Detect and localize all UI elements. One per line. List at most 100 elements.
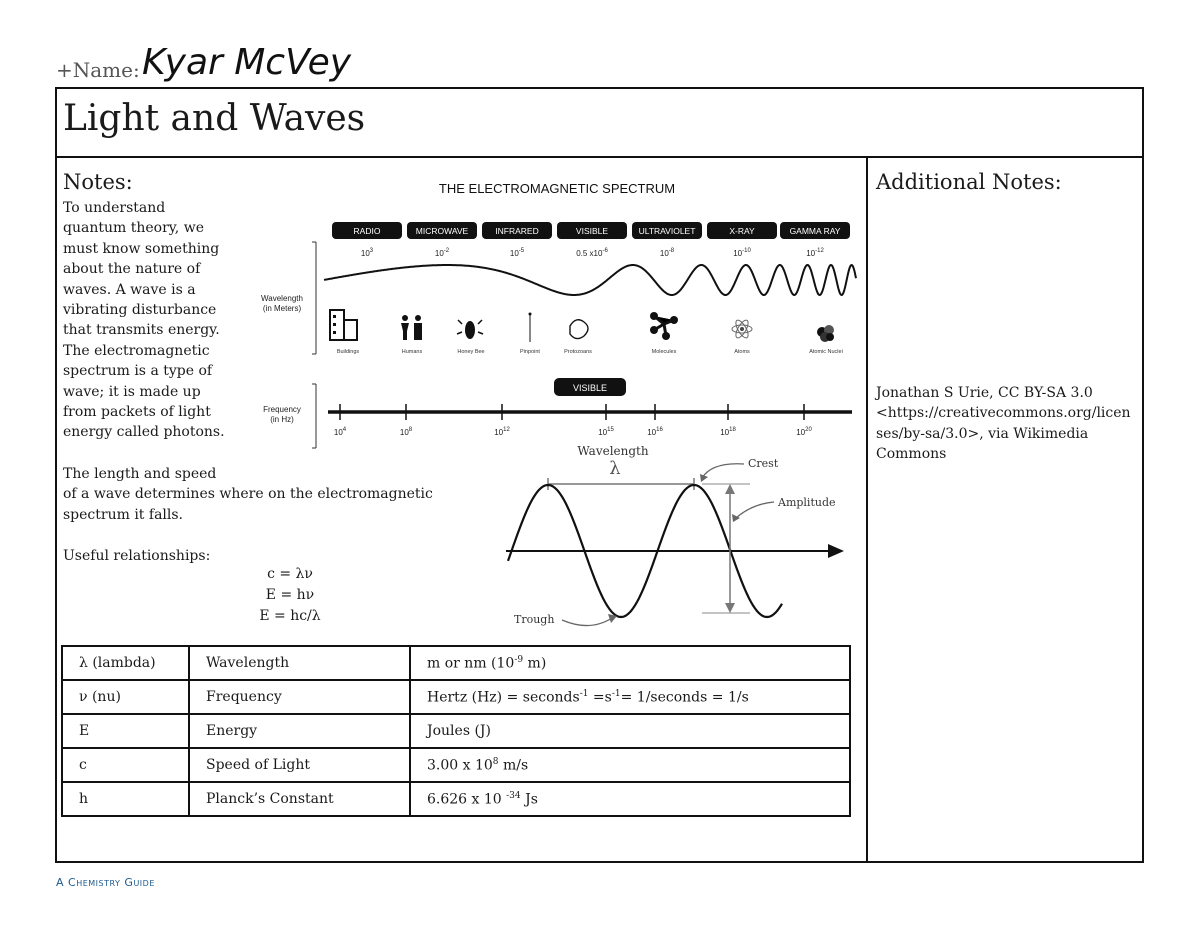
pinpoint-icon bbox=[528, 312, 532, 342]
unit-cell: m or nm (10-9 m) bbox=[409, 645, 851, 681]
quantity-cell: Wavelength bbox=[188, 645, 411, 681]
band-label: INFRARED bbox=[495, 226, 538, 236]
band-label: GAMMA RAY bbox=[790, 226, 841, 236]
amplitude-pointer bbox=[735, 501, 775, 519]
unit-exponent: -9 bbox=[514, 654, 524, 665]
lambda-symbol: λ bbox=[609, 458, 620, 479]
quantity-cell: Energy bbox=[188, 713, 411, 749]
wavelength-value: 10-8 bbox=[660, 248, 675, 258]
unit-text: 6.626 x 10 bbox=[427, 791, 507, 808]
unit-tail: = 1/seconds = 1/s bbox=[620, 689, 749, 706]
symbol-cell: c bbox=[61, 747, 190, 783]
paragraph-line: The length and speed bbox=[63, 466, 217, 482]
honey-bee-icon bbox=[456, 319, 484, 339]
frequency-axis-unit: (in Hz) bbox=[270, 415, 294, 424]
wavelength-value: 10-12 bbox=[806, 248, 824, 258]
object-label: Atomic Nuclei bbox=[809, 349, 843, 355]
band-pill-radio bbox=[332, 222, 402, 239]
wavelength-value: 10-5 bbox=[510, 248, 525, 258]
unit-cell: 3.00 x 108 m/s bbox=[409, 747, 851, 783]
protozoan-icon bbox=[569, 319, 589, 340]
unit-exponent: -34 bbox=[506, 790, 521, 801]
visible-badge-label: VISIBLE bbox=[573, 383, 607, 393]
spectrum-title: THE ELECTROMAGNETIC SPECTRUM bbox=[439, 181, 675, 196]
unit-exponent: 8 bbox=[492, 756, 499, 767]
sine-wave bbox=[506, 483, 783, 619]
intro-line: waves. A wave is a bbox=[63, 281, 196, 298]
humans-icon bbox=[401, 315, 422, 340]
frequency-axis-label: Frequency bbox=[263, 405, 301, 414]
student-name-text: Kyar McVey bbox=[142, 42, 352, 83]
page-title: Light and Waves bbox=[63, 98, 366, 139]
em-spectrum-figure: THE ELECTROMAGNETIC SPECTRUM RADIO MICROW… bbox=[261, 181, 857, 449]
band-pill-microwave bbox=[407, 222, 477, 239]
band-label: MICROWAVE bbox=[416, 226, 469, 236]
formula-speed: c = λν bbox=[267, 566, 313, 582]
frequency-tick-label: 1018 bbox=[720, 427, 736, 437]
band-pill-visible bbox=[557, 222, 627, 239]
object-label: Humans bbox=[402, 349, 423, 355]
name-label: +Name: bbox=[56, 58, 140, 82]
useful-relationships-heading: Useful relationships: bbox=[63, 548, 211, 564]
frequency-tick-label: 1012 bbox=[494, 427, 510, 437]
unit-exponent: -1 bbox=[611, 688, 621, 699]
wavelength-label: Wavelength bbox=[577, 444, 648, 458]
amplitude-pointer-head bbox=[732, 514, 740, 522]
intro-line: The electromagnetic bbox=[63, 342, 210, 359]
table-row: ν (nu) Frequency Hertz (Hz) = seconds-1 … bbox=[61, 679, 851, 715]
object-label: Molecules bbox=[652, 349, 677, 355]
intro-line: vibrating disturbance bbox=[63, 302, 217, 319]
unit-tail: Js bbox=[520, 791, 538, 808]
intro-paragraph: To understand quantum theory, we must kn… bbox=[63, 198, 253, 443]
object-label: Protozoans bbox=[564, 349, 592, 355]
visible-badge bbox=[554, 378, 626, 396]
intro-line: spectrum is a type of bbox=[63, 363, 213, 380]
intro-line: about the nature of bbox=[63, 261, 201, 278]
band-pill-infrared bbox=[482, 222, 552, 239]
quantity-cell: Planck’s Constant bbox=[188, 781, 411, 817]
unit-tail: m) bbox=[523, 655, 547, 672]
paragraph-line: of a wave determines where on the electr… bbox=[63, 486, 433, 503]
wave-axis-arrowhead bbox=[828, 544, 844, 558]
symbol-cell: h bbox=[61, 781, 190, 817]
spectrum-wave bbox=[323, 263, 857, 297]
column-divider bbox=[866, 157, 868, 863]
wavelength-value: 0.5 x10-6 bbox=[576, 248, 608, 258]
wave-anatomy-diagram: Wavelength λ Crest Amplitude Trough bbox=[506, 444, 844, 627]
crest-pointer-head bbox=[700, 474, 708, 482]
object-label: Pinpoint bbox=[520, 349, 540, 355]
notes-heading: Notes: bbox=[63, 170, 133, 194]
crest-label: Crest bbox=[748, 457, 779, 470]
formula-energy-frequency: E = hν bbox=[265, 587, 315, 603]
attribution-line: Commons bbox=[876, 446, 947, 463]
band-label: RADIO bbox=[354, 226, 381, 236]
symbol-cell: ν (nu) bbox=[61, 679, 190, 715]
additional-notes-heading: Additional Notes: bbox=[876, 170, 1062, 194]
paragraph-line: spectrum it falls. bbox=[63, 506, 184, 523]
trough-pointer bbox=[561, 617, 613, 627]
wavelength-value: 10-10 bbox=[733, 248, 751, 258]
band-label: VISIBLE bbox=[576, 226, 608, 236]
crest-pointer bbox=[701, 463, 745, 479]
attribution-link[interactable]: <https://creativecommons.org/licen bbox=[876, 405, 1131, 422]
wavelength-axis-label: Wavelength bbox=[261, 294, 303, 303]
unit-tail: m/s bbox=[498, 757, 529, 774]
band-label: X-RAY bbox=[729, 226, 755, 236]
quantity-cell: Speed of Light bbox=[188, 747, 411, 783]
intro-line: from packets of light bbox=[63, 404, 211, 421]
formula-energy-wavelength: E = hc/λ bbox=[259, 608, 321, 624]
frequency-tick-label: 104 bbox=[334, 427, 347, 437]
wavelength-value: 103 bbox=[361, 248, 374, 258]
building-icon bbox=[329, 309, 358, 341]
atom-icon bbox=[731, 319, 753, 339]
table-row: λ (lambda) Wavelength m or nm (10-9 m) bbox=[61, 645, 851, 681]
symbol-cell: E bbox=[61, 713, 190, 749]
molecule-icon bbox=[650, 312, 678, 340]
atomic-nuclei-icon bbox=[817, 325, 834, 342]
band-pill-ultraviolet bbox=[632, 222, 702, 239]
frequency-tick-label: 1020 bbox=[796, 427, 812, 437]
worksheet-frame bbox=[55, 87, 1144, 863]
